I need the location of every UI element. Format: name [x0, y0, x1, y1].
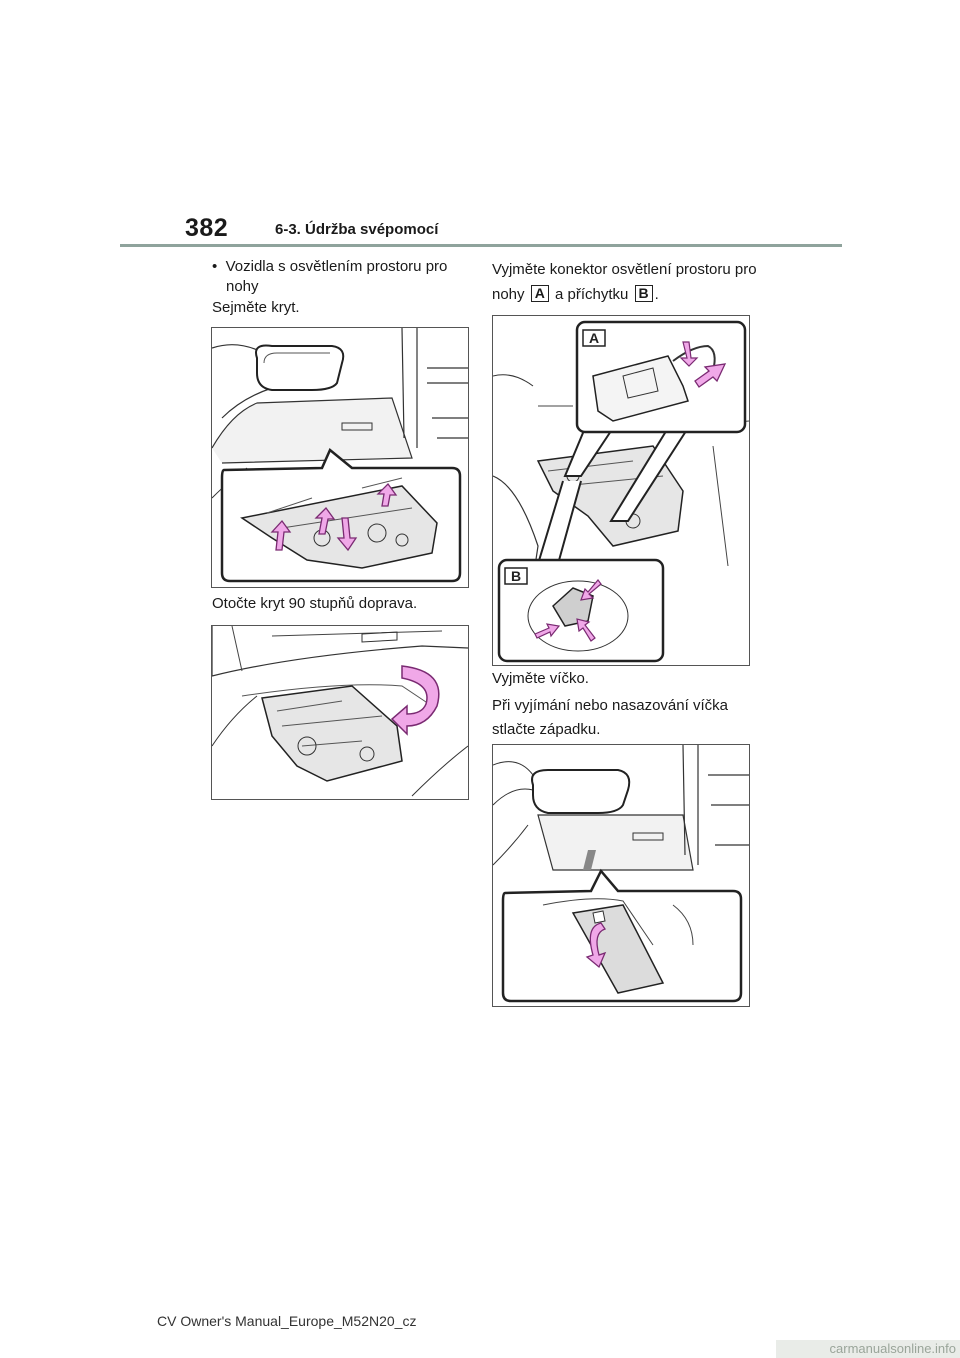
figure-label-b: B — [511, 568, 521, 584]
figure-rotate-cover — [211, 625, 469, 800]
figure-remove-lid — [492, 744, 750, 1007]
label-b-box: B — [634, 285, 653, 302]
figure-label-a: A — [589, 330, 599, 346]
step3-text-part2: a příchytku — [555, 286, 629, 303]
step-remove-connector: Vyjměte konektor osvětlení prostoru pro … — [492, 257, 762, 307]
header-rule — [120, 244, 842, 247]
step-rotate-cover: Otočte kryt 90 stupňů doprava. — [212, 595, 418, 612]
step3-text-end: . — [654, 286, 659, 303]
step-press-latch: Při vyjímání nebo nasazování víčka stlač… — [492, 697, 728, 738]
section-title: 6-3. Údržba svépomocí — [275, 221, 439, 238]
step3-text-part1: Vyjměte konektor osvětlení prostoru pro … — [492, 261, 757, 303]
figure-remove-cover — [211, 327, 469, 588]
watermark: carmanualsonline.info — [776, 1340, 960, 1358]
bullet-icon: • — [212, 258, 226, 275]
bullet-item: • Vozidla s osvětlením prostoru pro nohy — [212, 257, 481, 297]
figure-remove-connector: A B — [492, 315, 750, 666]
page-number: 382 — [185, 214, 229, 242]
step-remove-cover: Sejměte kryt. — [212, 299, 300, 316]
step-remove-lid: Vyjměte víčko. — [492, 670, 589, 687]
label-a-box: A — [530, 285, 549, 302]
footer-manual-name: CV Owner's Manual_Europe_M52N20_cz — [157, 1313, 417, 1329]
bullet-text: Vozidla s osvětlením prostoru pro nohy — [225, 258, 448, 295]
